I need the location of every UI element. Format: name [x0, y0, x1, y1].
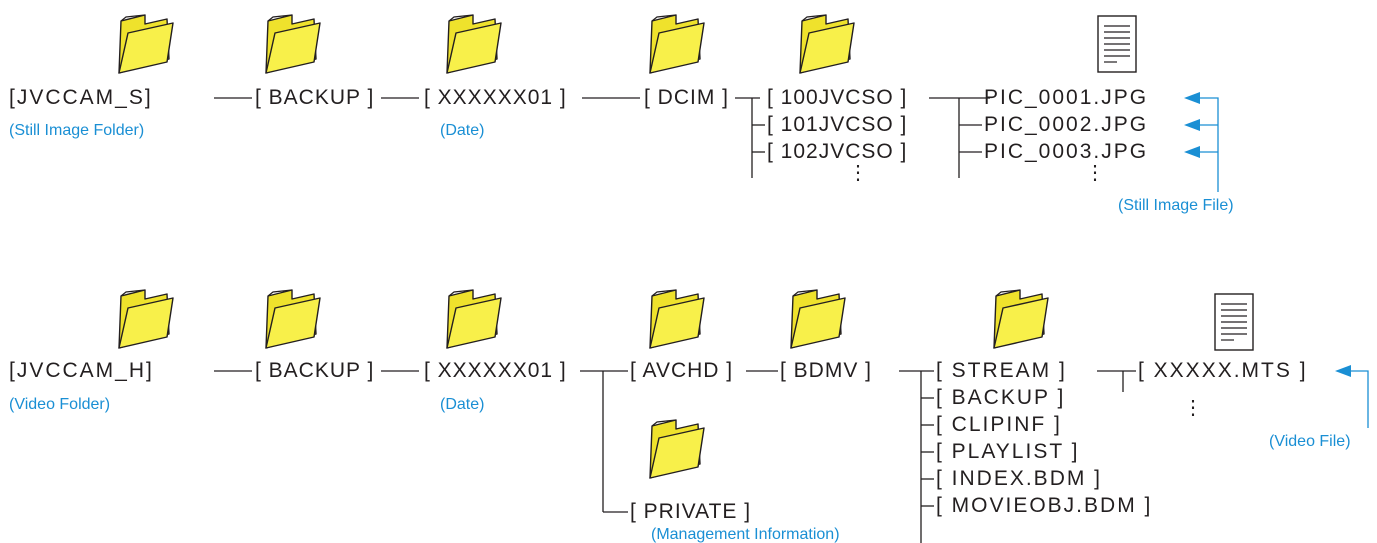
still-file-label: PIC_0001.JPG [984, 86, 1149, 109]
still-date-caption: (Date) [440, 122, 485, 139]
folder-icon [262, 288, 322, 350]
video-root-caption: (Video Folder) [9, 396, 111, 413]
still-backup-label: [ BACKUP ] [255, 86, 375, 109]
arrow-left-icon [1184, 119, 1200, 131]
still-subfolder-label: [ 100JVCSO ] [767, 86, 908, 109]
folder-icon [115, 288, 175, 350]
file-icon [1097, 15, 1137, 73]
still-file-ellipsis: ⋮ [1085, 162, 1105, 184]
still-file-caption: (Still Image File) [1118, 197, 1234, 214]
video-bdmv-child-label: [ CLIPINF ] [936, 413, 1062, 436]
folder-icon [443, 288, 503, 350]
video-bdmv-child-label: [ INDEX.BDM ] [936, 467, 1103, 490]
video-backup-label: [ BACKUP ] [255, 359, 375, 382]
folder-icon [990, 288, 1050, 350]
still-dcim-label: [ DCIM ] [644, 86, 729, 109]
folder-icon [646, 418, 706, 480]
video-date-caption: (Date) [440, 396, 485, 413]
folder-icon [787, 288, 847, 350]
video-file-ellipsis: ⋮ [1183, 397, 1203, 419]
video-file-caption: (Video File) [1269, 433, 1351, 450]
video-root-folder-label: [JVCCAM_H] [9, 359, 154, 382]
arrow-left-icon [1184, 92, 1200, 104]
still-subfolder-label: [ 101JVCSO ] [767, 113, 908, 136]
still-root-folder-label: [JVCCAM_S] [9, 86, 153, 109]
video-avchd-label: [ AVCHD ] [630, 359, 734, 382]
still-subfolder-label: [ 102JVCSO ] [767, 140, 908, 163]
still-subfolder-ellipsis: ⋮ [848, 162, 868, 184]
video-date-folder-label: [ XXXXXX01 ] [424, 359, 567, 382]
still-date-folder-label: [ XXXXXX01 ] [424, 86, 567, 109]
video-bdmv-child-label: [ BACKUP ] [936, 386, 1066, 409]
video-bdmv-child-label: [ MOVIEOBJ.BDM ] [936, 494, 1153, 517]
video-bdmv-child-label: [ STREAM ] [936, 359, 1067, 382]
folder-icon [115, 13, 175, 75]
still-root-caption: (Still Image Folder) [9, 122, 145, 139]
video-file-label: [ XXXXX.MTS ] [1138, 359, 1308, 382]
video-bdmv-child-label: [ PLAYLIST ] [936, 440, 1080, 463]
video-bdmv-label: [ BDMV ] [780, 359, 873, 382]
still-file-label: PIC_0002.JPG [984, 113, 1149, 136]
folder-icon [796, 13, 856, 75]
file-icon [1214, 293, 1254, 351]
folder-icon [646, 13, 706, 75]
video-private-caption: (Management Information) [651, 526, 840, 543]
folder-icon [443, 13, 503, 75]
arrow-left-icon [1335, 365, 1351, 377]
folder-icon [646, 288, 706, 350]
arrow-left-icon [1184, 146, 1200, 158]
folder-icon [262, 13, 322, 75]
video-private-label: [ PRIVATE ] [630, 500, 752, 523]
still-file-label: PIC_0003.JPG [984, 140, 1149, 163]
